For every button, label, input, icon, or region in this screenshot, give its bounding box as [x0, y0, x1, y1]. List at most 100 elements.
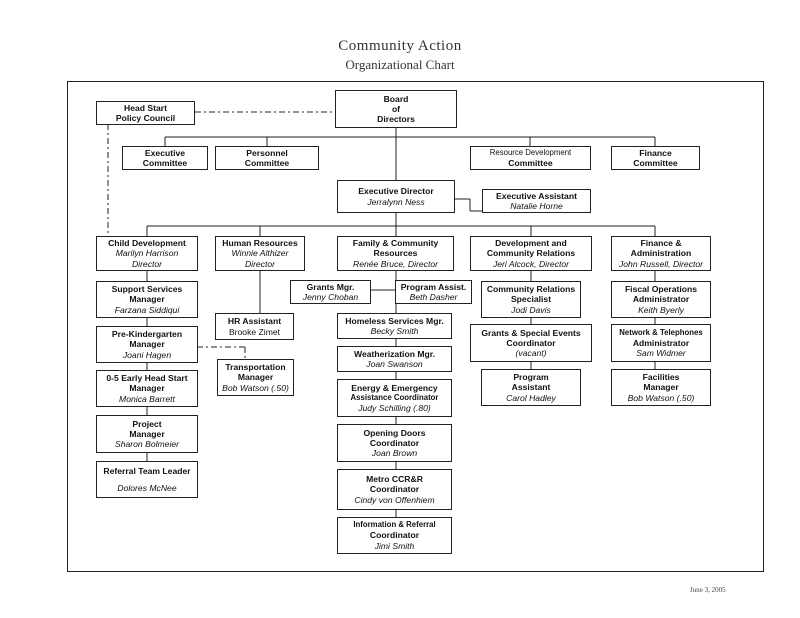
info-referral-name: Jimi Smith	[374, 540, 415, 551]
child-dev-title: Child Development	[108, 238, 186, 249]
network-telephones-administrator-box: Network & Telephones Administrator Sam W…	[611, 324, 711, 362]
program-assist-box: Program Assist. Beth Dasher	[395, 280, 472, 304]
grants-mgr-title: Grants Mgr.	[306, 281, 355, 292]
opening-doors-title-2: Coordinator	[369, 437, 420, 448]
transport-title-1: Transportation	[225, 362, 286, 373]
info-referral-title-1: Information & Referral	[353, 520, 436, 530]
executive-committee-box: Executive Committee	[122, 146, 208, 170]
support-services-manager-box: Support Services Manager Farzana Siddiqu…	[96, 281, 198, 318]
support-name: Farzana Siddiqui	[114, 304, 180, 315]
program-assist-name: Beth Dasher	[409, 292, 458, 302]
board-of-directors-box: Board of Directors	[335, 90, 457, 128]
resource-dev-committee-line-2: Committee	[508, 158, 553, 168]
development-community-relations-box: Development and Community Relations Jeri…	[470, 236, 592, 271]
fiscal-title-2: Administrator	[632, 294, 690, 305]
exec-director-title: Executive Director	[358, 186, 434, 197]
child-dev-name: Marilyn Harrison	[115, 248, 179, 259]
personnel-committee-box: Personnel Committee	[215, 146, 319, 170]
board-line-1: Board	[383, 93, 409, 104]
energy-title-1: Energy & Emergency	[351, 382, 438, 393]
information-referral-coordinator-box: Information & Referral Coordinator Jimi …	[337, 517, 452, 554]
homeless-services-manager-box: Homeless Services Mgr. Becky Smith	[337, 313, 452, 339]
finance-committee-line-2: Committee	[633, 158, 678, 168]
head-start-line-1: Head Start	[124, 102, 167, 113]
metro-title-1: Metro CCR&R	[366, 474, 423, 485]
comm-rel-name: Jodi Davis	[511, 304, 551, 315]
energy-title-2: Assistance Coordinator	[350, 392, 439, 402]
weatherization-title: Weatherization Mgr.	[353, 348, 435, 359]
support-title-1: Support Services	[111, 284, 183, 295]
energy-emergency-coordinator-box: Energy & Emergency Assistance Coordinato…	[337, 379, 452, 417]
facilities-title-1: Facilities	[642, 372, 680, 383]
executive-director-box: Executive Director Jerralynn Ness	[337, 180, 455, 213]
program-assistant-name: Carol Hadley	[506, 392, 556, 403]
exec-committee-line-2: Committee	[142, 158, 188, 168]
head-start-policy-council-box: Head Start Policy Council	[96, 101, 195, 125]
facilities-name: Bob Watson (.50)	[627, 392, 695, 403]
transport-name: Bob Watson (.50)	[222, 382, 289, 393]
exec-director-name: Jerralynn Ness	[367, 196, 425, 207]
fiscal-name: Keith Byerly	[638, 304, 684, 315]
fiscal-title-1: Fiscal Operations	[624, 284, 698, 295]
family-name: Renée Bruce, Director	[352, 258, 439, 269]
referral-title: Referral Team Leader	[103, 465, 191, 476]
project-manager-box: Project Manager Sharon Bolmeier	[96, 415, 198, 453]
dev-comm-title-1: Development and	[495, 238, 567, 249]
hr-name: Winnie Althizer	[231, 248, 289, 259]
network-name: Sam Widmer	[636, 348, 686, 359]
dev-comm-name: Jeri Alcock, Director	[492, 258, 570, 269]
metro-ccrr-coordinator-box: Metro CCR&R Coordinator Cindy von Offenh…	[337, 469, 452, 510]
exec-assistant-name: Natalie Horne	[510, 201, 563, 211]
weatherization-manager-box: Weatherization Mgr. Joan Swanson	[337, 346, 452, 372]
pre-k-title-1: Pre-Kindergarten	[111, 329, 183, 340]
transport-title-2: Manager	[237, 372, 274, 383]
personnel-committee-line-1: Personnel	[246, 147, 288, 158]
grants-events-name: (vacant)	[515, 348, 547, 359]
grants-events-title-2: Coordinator	[506, 337, 556, 348]
program-assistant-title-1: Program	[513, 372, 549, 383]
referral-name: Dolores McNee	[117, 483, 177, 494]
family-community-resources-box: Family & Community Resources Renée Bruce…	[337, 236, 454, 271]
exec-committee-line-1: Executive	[144, 147, 186, 158]
transportation-manager-box: Transportation Manager Bob Watson (.50)	[217, 359, 294, 396]
personnel-committee-line-2: Committee	[244, 158, 290, 168]
early-hs-name: Monica Barrett	[119, 393, 175, 404]
exec-assistant-title: Executive Assistant	[496, 190, 577, 201]
program-assist-title: Program Assist.	[400, 281, 467, 292]
pre-kindergarten-manager-box: Pre-Kindergarten Manager Joani Hagen	[96, 326, 198, 363]
project-title-1: Project	[132, 418, 162, 429]
grants-manager-box: Grants Mgr. Jenny Choban	[290, 280, 371, 304]
finance-admin-title-1: Finance &	[640, 238, 682, 249]
opening-doors-title-1: Opening Doors	[363, 427, 426, 438]
facilities-manager-box: Facilities Manager Bob Watson (.50)	[611, 369, 711, 406]
child-dev-role: Director	[131, 258, 163, 269]
child-development-box: Child Development Marilyn Harrison Direc…	[96, 236, 198, 271]
comm-rel-title-1: Community Relations	[486, 284, 576, 295]
pre-k-title-2: Manager	[129, 339, 165, 350]
hr-title: Human Resources	[222, 238, 298, 249]
grants-events-title-1: Grants & Special Events	[481, 327, 581, 338]
info-referral-title-2: Coordinator	[369, 530, 420, 541]
network-title-1: Network & Telephones	[619, 327, 703, 337]
early-head-start-manager-box: 0-5 Early Head Start Manager Monica Barr…	[96, 370, 198, 407]
hr-role: Director	[244, 258, 276, 269]
resource-dev-committee-line-1: Resource Development	[489, 147, 572, 157]
finance-committee-line-1: Finance	[639, 147, 672, 158]
finance-committee-box: Finance Committee	[611, 146, 700, 170]
support-title-2: Manager	[129, 294, 165, 305]
hr-assistant-name: Brooke Zimet	[228, 326, 281, 337]
head-start-line-2: Policy Council	[115, 113, 176, 123]
homeless-title: Homeless Services Mgr.	[345, 315, 444, 326]
grants-mgr-name: Jenny Choban	[302, 292, 359, 302]
early-hs-title-1: 0-5 Early Head Start	[106, 373, 188, 384]
facilities-title-2: Manager	[643, 382, 679, 393]
metro-name: Cindy von Offenhiem	[354, 494, 435, 505]
chart-title: Community Action	[338, 38, 462, 54]
program-assistant-box: Program Assistant Carol Hadley	[481, 369, 581, 406]
hr-assistant-box: HR Assistant Brooke Zimet	[215, 313, 294, 340]
metro-title-2: Coordinator	[369, 484, 420, 495]
pre-k-name: Joani Hagen	[122, 349, 172, 360]
human-resources-box: Human Resources Winnie Althizer Director	[215, 236, 305, 271]
opening-doors-coordinator-box: Opening Doors Coordinator Joan Brown	[337, 424, 452, 462]
